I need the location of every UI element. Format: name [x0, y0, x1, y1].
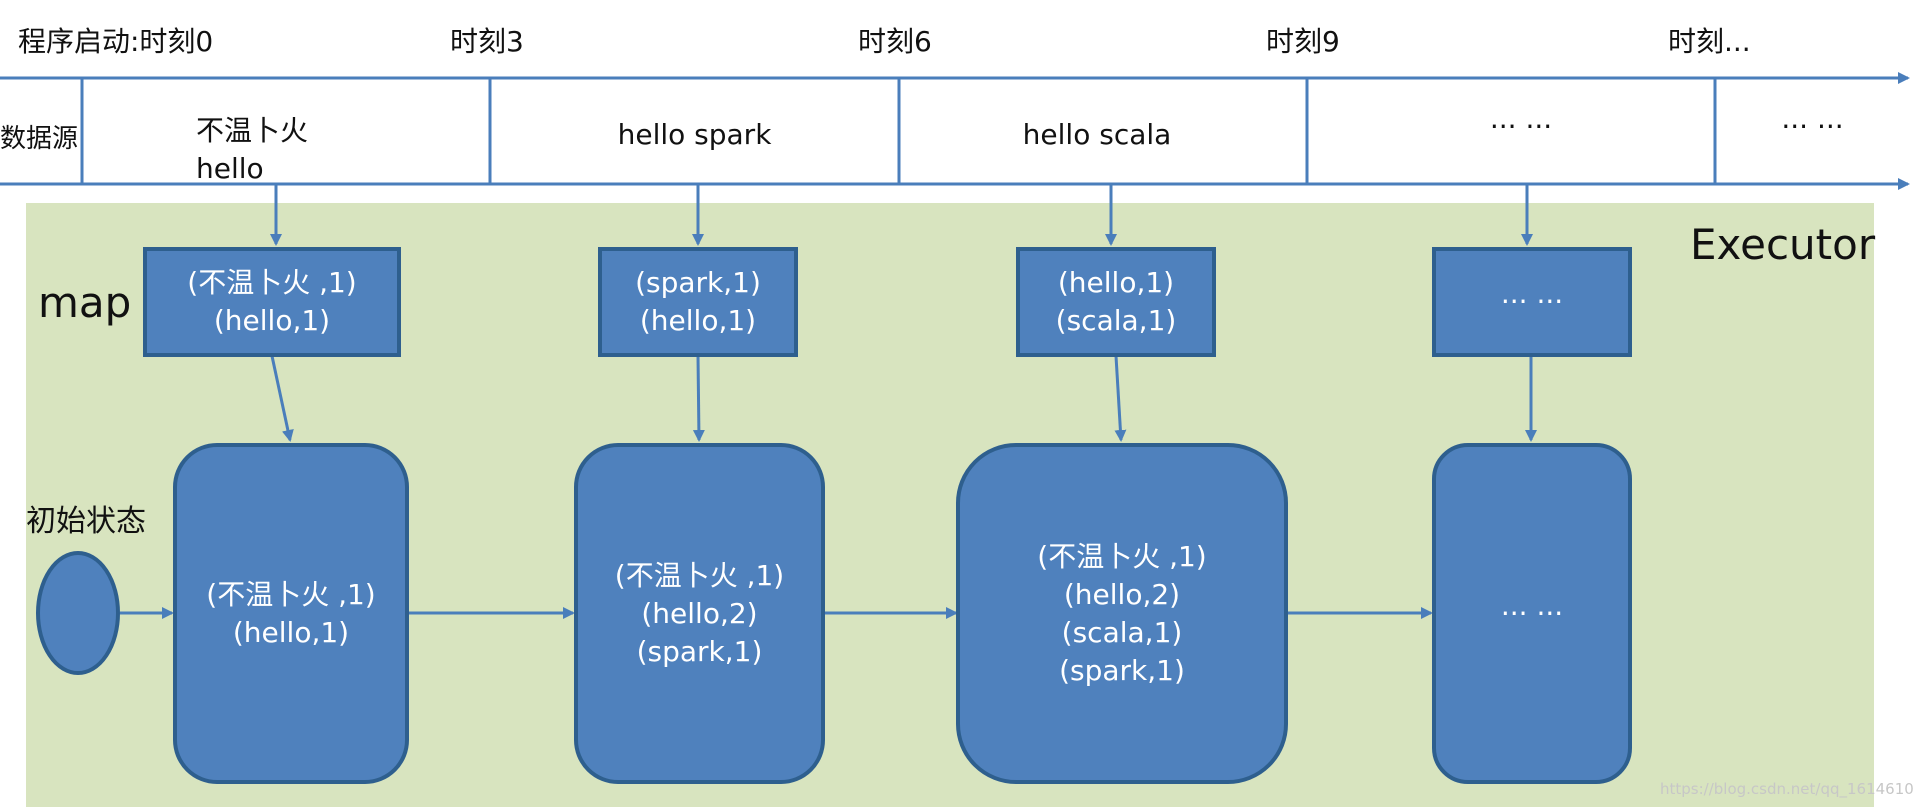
- state-box-line: (不温卜火 ,1): [206, 577, 376, 611]
- map-box-line: (scala,1): [1055, 304, 1177, 337]
- arrow-map-to-state: [1114, 355, 1127, 442]
- source-text: hello: [196, 152, 264, 185]
- map-box-line: (不温卜火 ,1): [187, 266, 357, 299]
- state-box-line: (hello,2): [641, 596, 758, 630]
- timeline-label-0: 程序启动:时刻0: [18, 25, 214, 58]
- source-text: ··· ···: [1781, 110, 1844, 143]
- state-box-line: (scala,1): [1061, 615, 1183, 649]
- state-box-line: (spark,1): [636, 634, 763, 668]
- source-text: hello spark: [617, 118, 772, 151]
- state-box-line: (不温卜火 ,1): [1037, 539, 1207, 573]
- map-box: ··· ···: [1432, 247, 1632, 357]
- map-box-line: (hello,1): [213, 304, 331, 337]
- initial-state-label: 初始状态: [26, 504, 146, 539]
- map-box: (hello,1) (scala,1): [1016, 247, 1216, 357]
- initial-state-node: [36, 551, 120, 675]
- source-text: ··· ···: [1489, 110, 1553, 143]
- timeline-label-more: 时刻...: [1668, 25, 1751, 58]
- state-box: (不温卜火 ,1) (hello,2) (scala,1) (spark,1): [956, 443, 1288, 784]
- source-text: hello scala: [1022, 118, 1172, 151]
- state-box-line: (hello,1): [232, 615, 350, 649]
- watermark-text: https://blog.csdn.net/qq_16146103: [1660, 780, 1914, 798]
- arrow-map-to-state: [270, 355, 294, 442]
- executor-title: Executor: [1690, 220, 1876, 269]
- map-box-line: (hello,1): [1057, 266, 1175, 299]
- map-box: (spark,1) (hello,1): [598, 247, 798, 357]
- timeline-label-6: 时刻6: [858, 25, 932, 58]
- state-box: ··· ···: [1432, 443, 1632, 784]
- state-box: (不温卜火 ,1) (hello,2) (spark,1): [574, 443, 825, 784]
- arrow-map-to-state: [692, 355, 705, 442]
- timeline-label-3: 时刻3: [450, 25, 524, 58]
- state-box-line: (不温卜火 ,1): [614, 558, 785, 592]
- data-source-label: 数据源: [0, 124, 79, 154]
- map-box: (不温卜火 ,1) (hello,1): [143, 247, 401, 357]
- state-box-line: (spark,1): [1059, 653, 1185, 687]
- source-text: 不温卜火: [196, 114, 309, 147]
- timeline-label-9: 时刻9: [1266, 25, 1340, 58]
- map-box-line: (spark,1): [635, 266, 761, 299]
- state-box-line: (hello,2): [1063, 577, 1181, 611]
- state-box-line: ··· ···: [1500, 596, 1564, 630]
- map-box-line: ··· ···: [1500, 285, 1564, 318]
- source-cell: 不温卜火 hello: [196, 112, 308, 188]
- map-label: map: [38, 278, 132, 327]
- state-box: (不温卜火 ,1) (hello,1): [173, 443, 409, 784]
- map-box-line: (hello,1): [639, 304, 757, 337]
